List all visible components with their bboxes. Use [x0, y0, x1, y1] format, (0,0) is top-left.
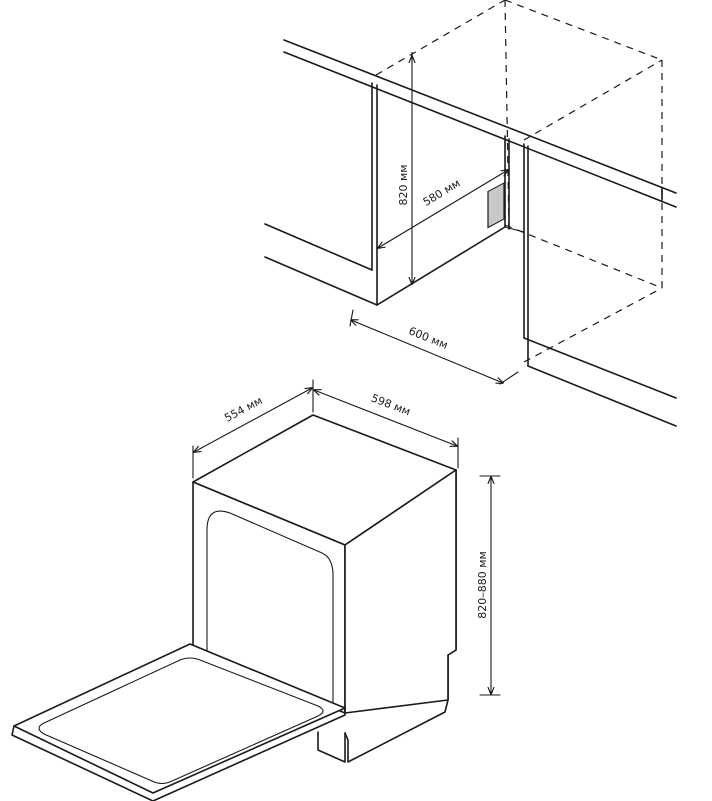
dimension-label-unit-height: 820–880 мм: [476, 551, 489, 619]
door-inner-panel: [38, 657, 324, 785]
upper-cabinet-dashed-outline: [375, 0, 663, 363]
dimension-label-niche-height: 820 мм: [397, 164, 410, 205]
open-door: [11, 643, 346, 801]
installation-niche: 820 мм 580 мм 600 мм: [264, 0, 677, 427]
dimension-label-unit-depth: 554 мм: [222, 394, 264, 425]
dishwasher-unit: 554 мм 598 мм 820–880 мм: [11, 379, 501, 801]
dimension-label-niche-width: 600 мм: [407, 324, 450, 351]
countertop: [283, 39, 677, 208]
left-cabinet: [264, 82, 378, 306]
dimension-niche-width: 600 мм: [350, 309, 519, 385]
electrical-socket: [487, 182, 505, 229]
door-opening-frame: [206, 510, 334, 706]
right-cabinet: [523, 143, 677, 427]
dimension-unit-height: 820–880 мм: [476, 475, 501, 696]
dimension-niche-height: 820 мм: [397, 56, 412, 284]
dimension-label-niche-depth: 580 мм: [421, 177, 463, 209]
